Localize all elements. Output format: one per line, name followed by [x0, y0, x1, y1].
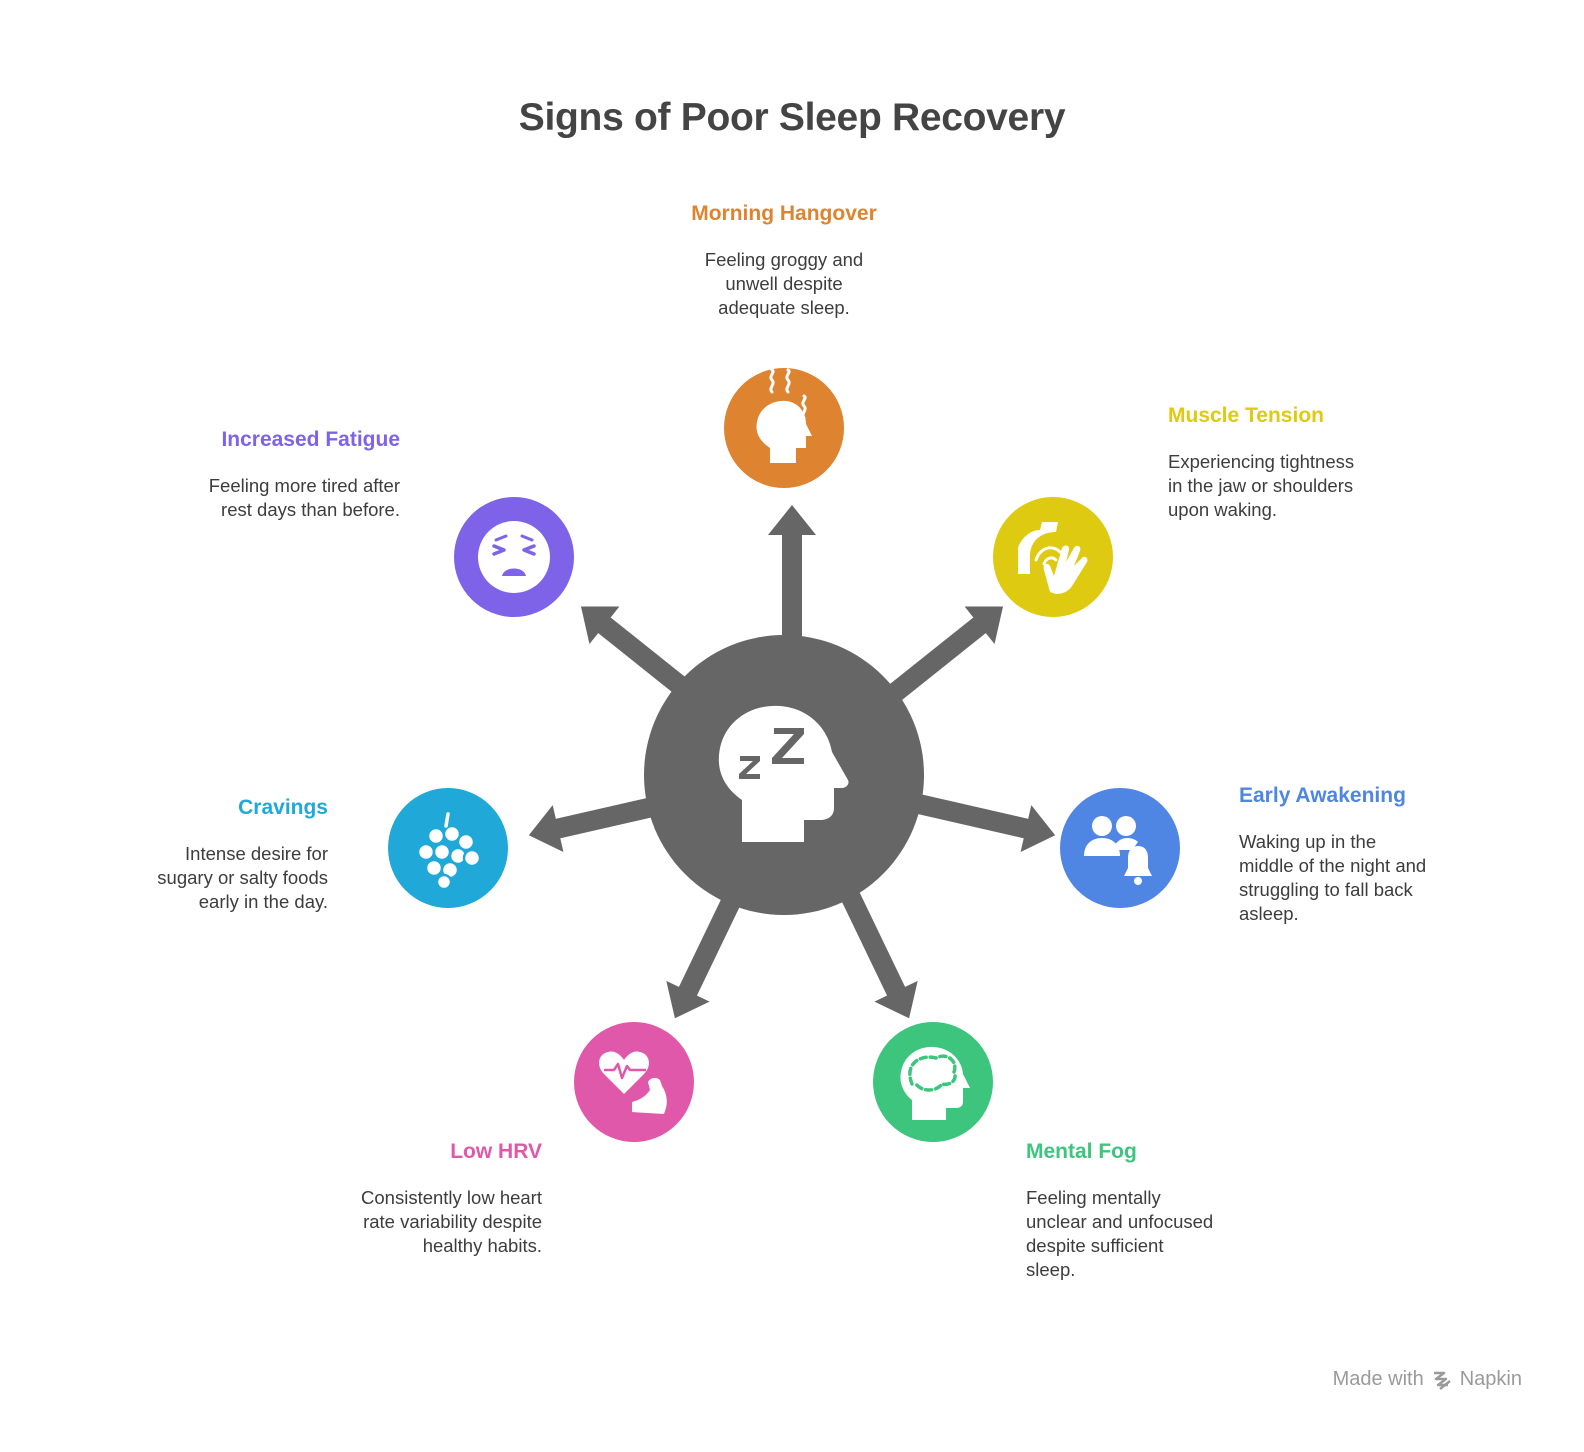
arrow-muscle-tension — [879, 606, 1004, 708]
item-description-muscle-tension: Experiencing tightness in the jaw or sho… — [1168, 450, 1408, 522]
description-line: asleep. — [1239, 903, 1299, 924]
description-line: Waking up in the — [1239, 831, 1377, 852]
item-description-mental-fog: Feeling mentally unclear and unfocused d… — [1026, 1186, 1266, 1282]
description-line: sugary or salty foods — [157, 867, 328, 888]
description-line: Feeling groggy and — [704, 249, 864, 270]
napkin-logo-icon — [1433, 1371, 1451, 1390]
item-title-early-awakening: Early Awakening — [1239, 784, 1406, 807]
arrow-cravings — [528, 792, 678, 852]
description-line: upon waking. — [1168, 499, 1278, 520]
item-description-early-awakening: Waking up in the middle of the night and… — [1239, 830, 1479, 926]
description-line: early in the day. — [198, 891, 328, 912]
steaming-head-icon — [756, 368, 812, 463]
footer-prefix: Made with — [1332, 1368, 1424, 1390]
arrow-early-awakening — [906, 792, 1056, 852]
item-description-low-hrv: Consistently low heart rate variability … — [292, 1186, 542, 1258]
description-line: Feeling more tired after — [208, 475, 400, 496]
item-description-morning-hangover: Feeling groggy and unwell despite adequa… — [640, 248, 928, 320]
sleeping-head-icon — [718, 705, 849, 842]
description-line: middle of the night and — [1239, 855, 1427, 876]
item-circle-cravings — [388, 788, 508, 908]
item-circle-low-hrv — [574, 1022, 694, 1142]
item-circle-early-awakening — [1060, 788, 1180, 908]
description-line: struggling to fall back — [1239, 879, 1413, 900]
description-line: healthy habits. — [422, 1235, 542, 1256]
people-bell-icon — [1084, 816, 1152, 885]
item-title-increased-fatigue: Increased Fatigue — [221, 428, 400, 451]
made-with-napkin-badge[interactable]: Made with Napkin — [1333, 1368, 1522, 1391]
hand-tension-icon — [1018, 522, 1088, 594]
description-line: Feeling mentally — [1026, 1187, 1161, 1208]
item-title-low-hrv: Low HRV — [450, 1140, 542, 1163]
brain-head-icon — [900, 1046, 970, 1120]
heart-muscle-icon — [599, 1051, 667, 1114]
item-title-morning-hangover: Morning Hangover — [691, 202, 877, 225]
arrow-mental-fog — [835, 878, 918, 1019]
item-title-muscle-tension: Muscle Tension — [1168, 404, 1324, 427]
diagram-title: Signs of Poor Sleep Recovery — [518, 96, 1066, 139]
description-line: unclear and unfocused — [1026, 1211, 1214, 1232]
description-line: rate variability despite — [363, 1211, 542, 1232]
item-circle-morning-hangover — [724, 368, 844, 488]
item-circle-muscle-tension — [993, 497, 1113, 617]
description-line: Consistently low heart — [361, 1187, 542, 1208]
description-line: adequate sleep. — [718, 297, 850, 318]
description-line: unwell despite — [725, 273, 843, 294]
description-line: sleep. — [1026, 1259, 1076, 1280]
arrow-low-hrv — [666, 878, 749, 1019]
footer-brand: Napkin — [1459, 1368, 1522, 1390]
item-description-increased-fatigue: Feeling more tired after rest days than … — [120, 474, 400, 522]
arrow-morning-hangover — [768, 505, 816, 655]
description-line: Experiencing tightness — [1168, 451, 1355, 472]
item-title-mental-fog: Mental Fog — [1026, 1140, 1137, 1163]
description-line: in the jaw or shoulders — [1168, 475, 1354, 496]
item-title-cravings: Cravings — [238, 796, 328, 819]
item-description-cravings: Intense desire for sugary or salty foods… — [78, 842, 328, 914]
description-line: Intense desire for — [185, 843, 328, 864]
tired-face-icon — [478, 521, 550, 593]
item-circle-mental-fog — [873, 1022, 993, 1142]
description-line: despite sufficient — [1026, 1235, 1164, 1256]
item-circle-increased-fatigue — [454, 497, 574, 617]
description-line: rest days than before. — [221, 499, 400, 520]
berry-icon — [416, 812, 482, 891]
